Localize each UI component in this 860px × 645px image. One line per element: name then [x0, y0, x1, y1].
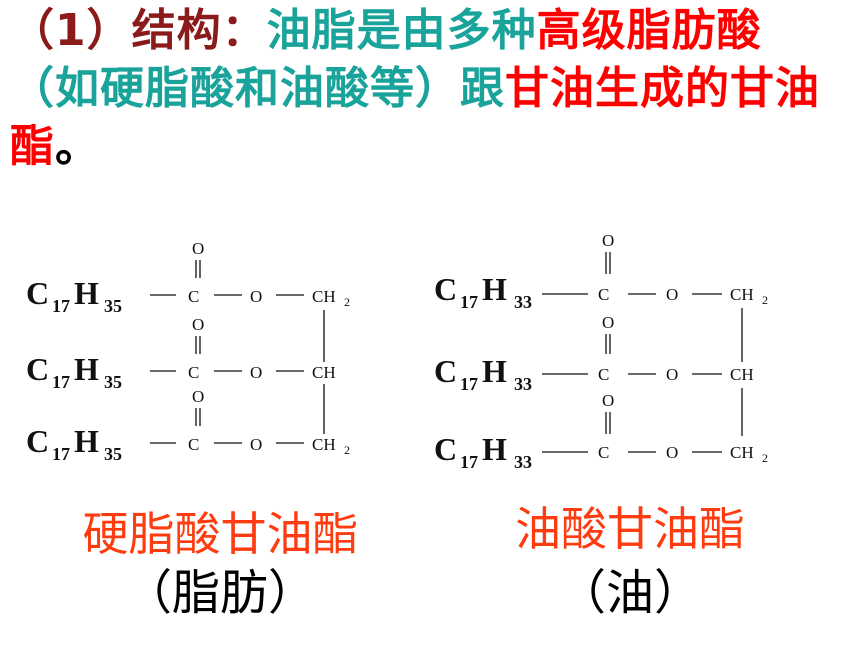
chain-sub2: 33 — [514, 292, 532, 312]
stearin-row-3: O C 17 H 35 C O CH 2 — [26, 387, 350, 464]
intro-paragraph: （1）结构：油脂是由多种高级脂肪酸 （如硬脂酸和油酸等）跟甘油生成的甘油酯。 — [10, 2, 850, 176]
olein-row-1: O C 17 H 33 C O CH 2 — [434, 231, 768, 312]
carbonyl-carbon: C — [598, 443, 609, 462]
chain-h: H — [482, 271, 507, 307]
chain-h: H — [74, 423, 99, 459]
chain-h: H — [74, 351, 99, 387]
chain-sub1: 17 — [52, 372, 70, 392]
carbonyl-oxygen: O — [602, 231, 614, 250]
olein-name: 油酸甘油酯 — [515, 502, 745, 556]
intro-segment-period: 。 — [55, 121, 100, 172]
chain-sub1: 17 — [460, 452, 478, 472]
intro-segment-red-1: 高级脂肪酸 — [536, 5, 762, 56]
glycerol-sub-bottom: 2 — [762, 451, 768, 465]
chain-c: C — [26, 351, 49, 387]
ester-oxygen: O — [250, 363, 262, 382]
glycerol-ch-mid: CH — [312, 363, 336, 382]
chain-c: C — [434, 353, 457, 389]
chain-sub1: 17 — [460, 374, 478, 394]
carbonyl-carbon: C — [188, 287, 199, 306]
carbonyl-carbon: C — [598, 285, 609, 304]
structure-olein: O C 17 H 33 C O CH 2 O C 17 H 33 C O — [430, 230, 830, 480]
carbonyl-oxygen: O — [602, 313, 614, 332]
chain-h: H — [74, 275, 99, 311]
chain-sub1: 17 — [460, 292, 478, 312]
intro-segment-label: （1）结构： — [10, 5, 267, 56]
glycerol-ch2-bottom: CH — [730, 443, 754, 462]
carbonyl-oxygen: O — [192, 239, 204, 258]
stearin-formula-svg: O C 17 H 35 C O CH 2 O C 17 H 35 C O — [26, 239, 350, 464]
carbonyl-carbon: C — [188, 435, 199, 454]
chain-sub2: 35 — [104, 372, 122, 392]
olein-row-3: O C 17 H 33 C O CH 2 — [434, 391, 768, 472]
chain-c: C — [26, 275, 49, 311]
glycerol-sub-top: 2 — [762, 293, 768, 307]
chain-h: H — [482, 353, 507, 389]
glycerol-ch2-bottom: CH — [312, 435, 336, 454]
chain-c: C — [434, 431, 457, 467]
chain-sub2: 35 — [104, 444, 122, 464]
carbonyl-oxygen: O — [192, 387, 204, 406]
carbonyl-oxygen: O — [602, 391, 614, 410]
carbonyl-carbon: C — [188, 363, 199, 382]
chain-sub1: 17 — [52, 444, 70, 464]
olein-kind: （油） — [557, 565, 702, 621]
chain-sub2: 35 — [104, 296, 122, 316]
ester-oxygen: O — [250, 435, 262, 454]
olein-row-2: O C 17 H 33 C O CH — [434, 313, 754, 394]
glycerol-sub-top: 2 — [344, 295, 350, 309]
ester-oxygen: O — [666, 443, 678, 462]
chain-sub2: 33 — [514, 452, 532, 472]
chain-c: C — [26, 423, 49, 459]
chain-sub1: 17 — [52, 296, 70, 316]
glycerol-sub-bottom: 2 — [344, 443, 350, 457]
intro-segment-teal-1: 油脂是由多种 — [266, 5, 537, 56]
stearin-kind: （脂肪） — [123, 565, 316, 621]
carbonyl-carbon: C — [598, 365, 609, 384]
ester-oxygen: O — [666, 285, 678, 304]
chain-h: H — [482, 431, 507, 467]
stearin-row-2: O C 17 H 35 C O CH — [26, 315, 336, 392]
ester-oxygen: O — [666, 365, 678, 384]
structure-stearin: O C 17 H 35 C O CH 2 O C 17 H 35 C O — [22, 230, 402, 480]
ester-oxygen: O — [250, 287, 262, 306]
olein-formula-svg: O C 17 H 33 C O CH 2 O C 17 H 33 C O — [434, 231, 768, 472]
glycerol-ch2-top: CH — [730, 285, 754, 304]
chain-c: C — [434, 271, 457, 307]
chain-sub2: 33 — [514, 374, 532, 394]
intro-segment-teal-2: （如硬脂酸和油酸等）跟 — [10, 63, 505, 114]
carbonyl-oxygen: O — [192, 315, 204, 334]
glycerol-ch-mid: CH — [730, 365, 754, 384]
stearin-name: 硬脂酸甘油酯 — [82, 507, 359, 561]
glycerol-ch2-top: CH — [312, 287, 336, 306]
stearin-row-1: O C 17 H 35 C O CH 2 — [26, 239, 350, 316]
intro-segment-red-2: 甘油生成的甘油酯 — [10, 63, 820, 172]
